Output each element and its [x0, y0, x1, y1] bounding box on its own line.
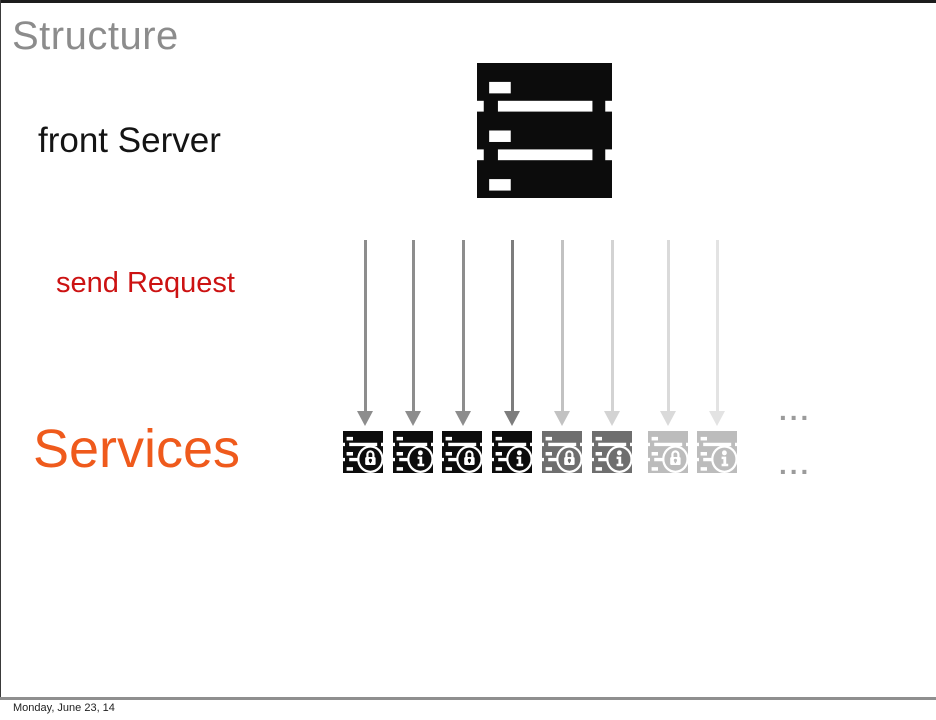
service-node-icon — [697, 431, 738, 473]
service-node-icon — [648, 431, 689, 473]
slide-title: Structure — [12, 14, 179, 58]
services-label: Services — [33, 419, 241, 479]
arrow-shaft — [411, 240, 415, 411]
arrow-head — [504, 411, 520, 426]
front-server-label: front Server — [38, 121, 221, 160]
arrow-head — [554, 411, 570, 426]
arrow-head — [604, 411, 620, 426]
send-request-label: send Request — [56, 267, 235, 299]
arrow-head — [405, 411, 421, 426]
request-arrow-icon — [660, 240, 676, 426]
service-node-icon — [442, 431, 483, 473]
request-arrow-icon — [455, 240, 471, 426]
server-rack-icon — [477, 63, 612, 198]
request-arrow-icon — [504, 240, 520, 426]
request-arrow-icon — [709, 240, 725, 426]
footer-divider — [0, 697, 936, 700]
arrow-shaft — [666, 240, 670, 411]
arrow-head — [357, 411, 373, 426]
footer-date: Monday, June 23, 14 — [13, 702, 115, 714]
service-node-icon — [492, 431, 533, 473]
request-arrow-icon — [604, 240, 620, 426]
slide-left-border — [0, 0, 1, 697]
lock-badge-icon — [343, 431, 384, 473]
lock-badge-icon — [648, 431, 689, 473]
arrow-shaft — [560, 240, 564, 411]
lock-badge-icon — [542, 431, 583, 473]
request-arrow-icon — [357, 240, 373, 426]
arrow-shaft — [610, 240, 614, 411]
info-badge-icon — [697, 431, 738, 473]
arrow-head — [455, 411, 471, 426]
service-node-icon — [343, 431, 384, 473]
info-badge-icon — [393, 431, 434, 473]
service-node-icon — [592, 431, 633, 473]
arrow-head — [709, 411, 725, 426]
service-node-icon — [393, 431, 434, 473]
slide-top-border — [0, 0, 936, 3]
ellipsis-top: ... — [779, 395, 812, 426]
request-arrow-icon — [554, 240, 570, 426]
arrow-shaft — [715, 240, 719, 411]
service-node-icon — [542, 431, 583, 473]
arrow-shaft — [363, 240, 367, 411]
lock-badge-icon — [442, 431, 483, 473]
ellipsis-bottom: ... — [779, 449, 812, 480]
info-badge-icon — [492, 431, 533, 473]
arrow-shaft — [510, 240, 514, 411]
arrow-shaft — [461, 240, 465, 411]
info-badge-icon — [592, 431, 633, 473]
arrow-head — [660, 411, 676, 426]
request-arrow-icon — [405, 240, 421, 426]
